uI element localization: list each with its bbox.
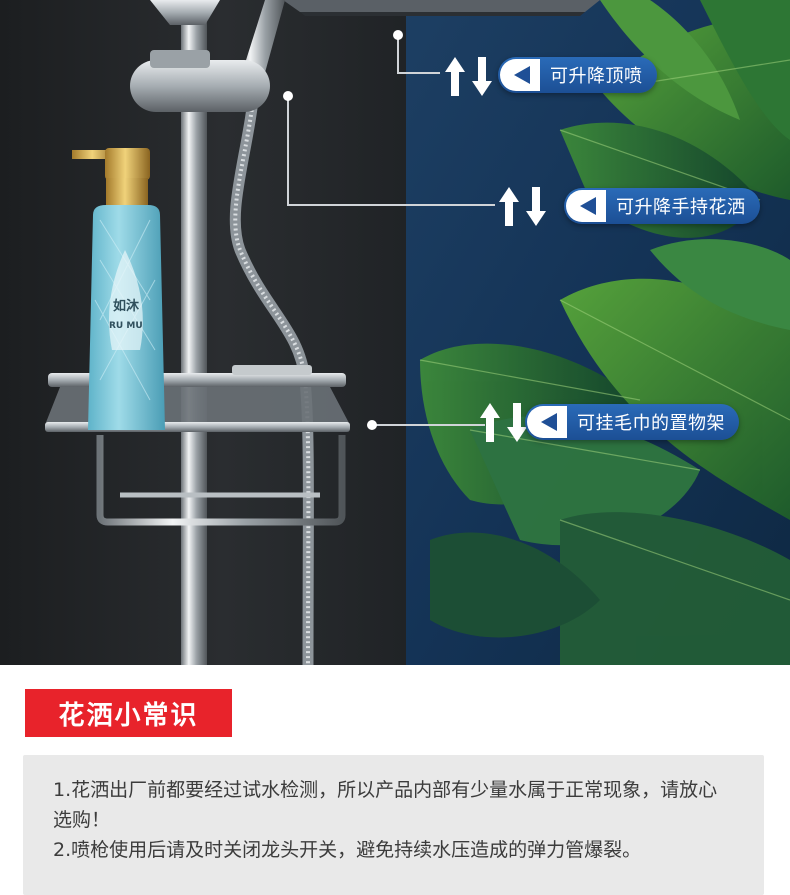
up-down-arrow-icon-3 bbox=[480, 403, 527, 442]
callout-label: 可升降手持花洒 bbox=[616, 197, 746, 218]
up-down-arrow-icon-2 bbox=[499, 187, 546, 226]
note-item: 1.花洒出厂前都要经过试水检测，所以产品内部有少量水属于正常现象，请放心选购！ bbox=[53, 779, 718, 831]
callout-towel-shelf: 可挂毛巾的置物架 bbox=[525, 404, 739, 440]
tips-section: 花洒小常识 1.花洒出厂前都要经过试水检测，所以产品内部有少量水属于正常现象，请… bbox=[0, 665, 790, 895]
left-pointer-icon bbox=[527, 406, 567, 438]
up-down-arrow-icon-1 bbox=[445, 57, 492, 96]
left-pointer-icon bbox=[566, 190, 606, 222]
callout-label: 可挂毛巾的置物架 bbox=[577, 413, 725, 434]
callout-label: 可升降顶喷 bbox=[550, 66, 643, 87]
bottle-brand-cn: 如沐 bbox=[113, 298, 140, 314]
shower-scene-illustration: 如沐 RU MU bbox=[0, 0, 790, 665]
bottle-brand-en: RU MU bbox=[109, 321, 143, 331]
notes-box: 1.花洒出厂前都要经过试水检测，所以产品内部有少量水属于正常现象，请放心选购！ … bbox=[23, 755, 764, 895]
section-title: 花洒小常识 bbox=[25, 689, 232, 737]
note-item: 2.喷枪使用后请及时关闭龙头开关，避免持续水压造成的弹力管爆裂。 bbox=[53, 839, 642, 861]
callout-overhead-shower: 可升降顶喷 bbox=[498, 57, 657, 93]
left-pointer-icon bbox=[500, 59, 540, 91]
product-hero-image: 如沐 RU MU 可升降顶喷 可升降手 bbox=[0, 0, 790, 665]
callout-handheld-shower: 可升降手持花洒 bbox=[564, 188, 760, 224]
